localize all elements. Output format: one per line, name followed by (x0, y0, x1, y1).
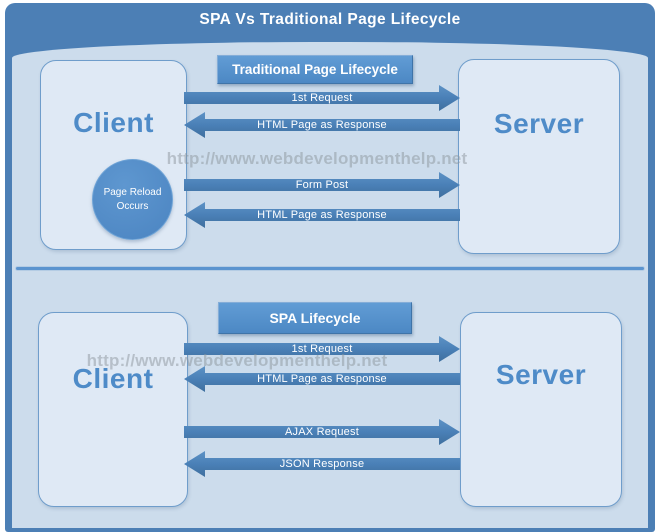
arrow-label: HTML Page as Response (257, 373, 387, 385)
server-box-spa: Server (460, 312, 622, 507)
arrow-label: 1st Request (291, 343, 353, 355)
server-label: Server (493, 108, 585, 139)
section-badge-traditional: Traditional Page Lifecycle (217, 55, 413, 84)
arrow-label: Form Post (295, 179, 349, 191)
server-box-traditional: Server (458, 59, 620, 254)
server-label: Server (495, 359, 587, 390)
client-box-traditional: Client (40, 60, 187, 250)
watermark-bottom: http://www.webdevelopmenthelp.net (86, 351, 388, 370)
arrow-label: HTML Page as Response (257, 209, 387, 221)
section-badge-spa: SPA Lifecycle (218, 302, 412, 334)
client-box-spa: Client (38, 312, 188, 507)
section-divider (16, 267, 644, 270)
arrow-label: AJAX Request (285, 426, 359, 438)
arrow-label: 1st Request (291, 92, 353, 104)
client-label: Client (73, 107, 154, 138)
client-label: Client (72, 363, 154, 394)
arrow-label: JSON Response (279, 458, 365, 470)
watermark-top: http://www.webdevelopmenthelp.net (166, 149, 468, 168)
arrow-label: HTML Page as Response (257, 119, 387, 131)
page-title: SPA Vs Traditional Page Lifecycle (199, 11, 461, 28)
page-reload-note-circle: Page Reload Occurs (92, 159, 173, 240)
